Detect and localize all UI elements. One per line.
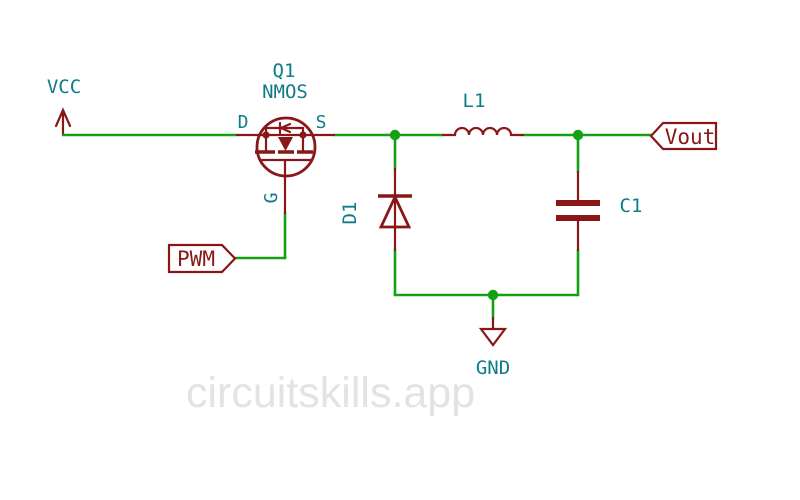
c1-ref: C1 — [620, 195, 643, 217]
diode-d1: D1 — [339, 167, 412, 252]
inductor-l1: L1 — [441, 90, 525, 137]
power-symbol-vcc: VCC — [47, 76, 81, 137]
pwm-label-shape — [167, 243, 237, 274]
q1-pin-g-label: G — [261, 193, 282, 204]
l1-ref: L1 — [463, 90, 486, 112]
gnd-label: GND — [476, 357, 510, 379]
net-label-pwm: PWM — [167, 243, 237, 274]
q1-substrate-arrow-icon — [278, 137, 293, 151]
junction-ground-node — [487, 289, 499, 301]
q1-bodydiode-line — [264, 126, 305, 137]
wires — [61, 129, 653, 320]
d1-ref: D1 — [339, 202, 361, 225]
junction-switch-node — [389, 129, 401, 141]
power-symbol-gnd: GND — [476, 316, 510, 379]
d1-anode-triangle — [378, 193, 412, 229]
q1-value: NMOS — [262, 81, 308, 103]
gnd-triangle-icon — [478, 327, 508, 347]
vcc-label: VCC — [47, 76, 81, 98]
capacitor-c1: C1 — [556, 170, 643, 252]
l1-coil — [453, 126, 513, 137]
watermark-text: circuitskills.app — [186, 369, 476, 417]
pwm-label-text: PWM — [177, 247, 215, 271]
transistor-q1: Q1 NMOS D S G — [235, 60, 336, 215]
vout-label-shape — [649, 121, 718, 151]
vout-label-text: Vout — [665, 125, 716, 149]
q1-pin-s-label: S — [316, 112, 327, 133]
q1-bodydiode-arrow-icon — [278, 121, 292, 135]
vcc-arrow-icon — [54, 107, 72, 137]
q1-ref: Q1 — [273, 60, 296, 82]
junction-output-node — [572, 129, 584, 141]
net-label-vout: Vout — [649, 121, 718, 151]
q1-pin-d-label: D — [238, 112, 249, 133]
